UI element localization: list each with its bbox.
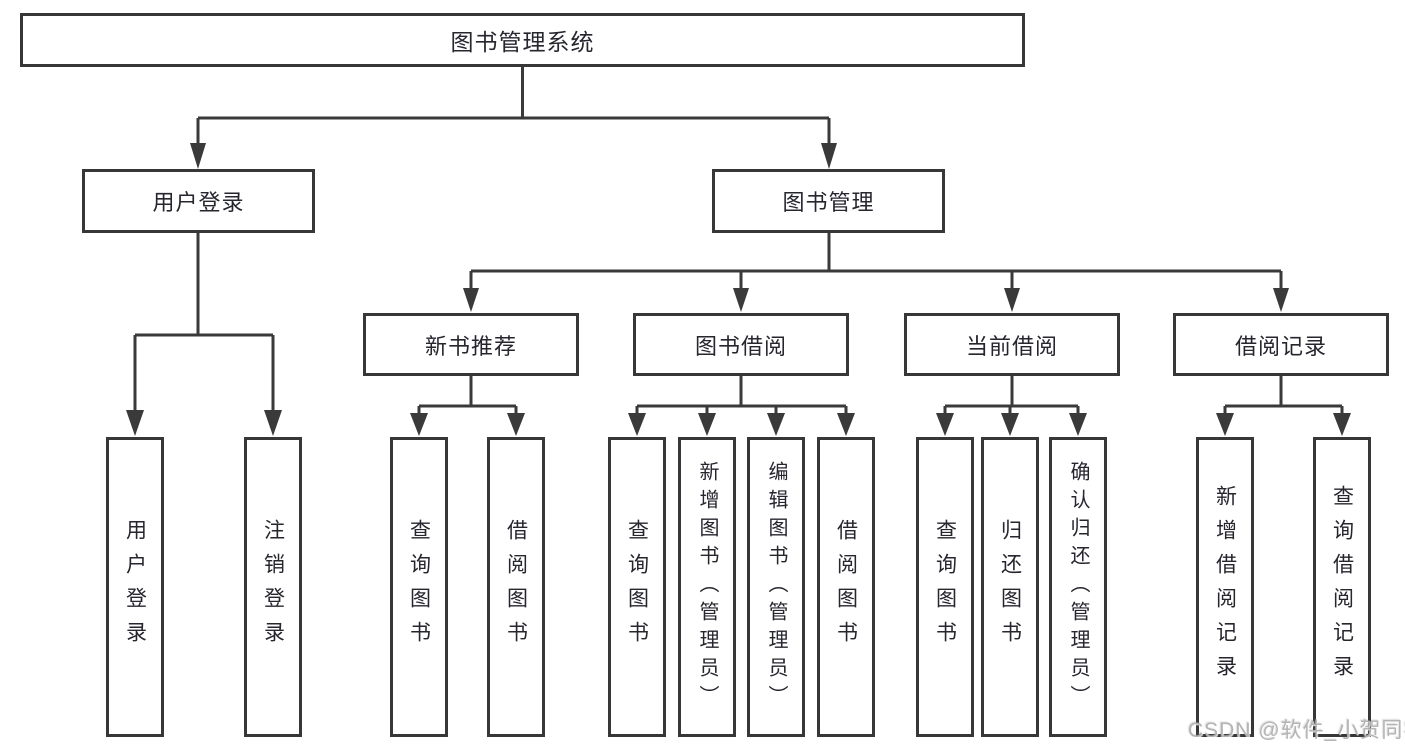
connector-borrow-records-to-leaves <box>1216 376 1351 436</box>
leaf-query-books-2-label: 查询图书 <box>625 519 649 655</box>
leaf-return-books-label: 归还图书 <box>998 519 1022 655</box>
node-current-borrowing-label: 当前借阅 <box>965 333 1058 359</box>
leaf-add-borrow-record-label: 新增借阅记录 <box>1213 485 1237 689</box>
leaf-edit-books-admin: 编辑图书（管理员） <box>747 437 805 737</box>
leaf-query-borrow-record: 查询借阅记录 <box>1313 437 1371 737</box>
leaf-add-borrow-record: 新增借阅记录 <box>1196 437 1254 737</box>
leaf-add-books-admin-label: 新增图书（管理员） <box>696 461 718 713</box>
connector-user-login-to-leaves <box>126 233 282 436</box>
node-new-book-recommend: 新书推荐 <box>363 313 579 376</box>
leaf-logout-label: 注销登录 <box>261 519 285 655</box>
node-book-management-label: 图书管理 <box>782 190 875 215</box>
csdn-watermark: CSDN @软件_小贺同学 <box>1188 719 1405 742</box>
node-user-login: 用户登录 <box>82 169 315 233</box>
node-root-label: 图书管理系统 <box>450 29 595 55</box>
node-new-book-recommend-label: 新书推荐 <box>424 333 517 359</box>
leaf-return-books: 归还图书 <box>981 437 1039 737</box>
leaf-borrow-books-2-label: 借阅图书 <box>834 519 858 655</box>
leaf-query-borrow-record-label: 查询借阅记录 <box>1330 485 1354 689</box>
connector-new-books-to-leaves <box>410 376 525 436</box>
node-book-management: 图书管理 <box>712 169 945 233</box>
node-borrow-records: 借阅记录 <box>1173 313 1389 376</box>
connector-root-to-level2 <box>190 67 837 169</box>
leaf-user-login-label: 用户登录 <box>123 519 147 655</box>
leaf-add-books-admin: 新增图书（管理员） <box>678 437 736 737</box>
leaf-query-books-2: 查询图书 <box>608 437 666 737</box>
leaf-borrow-books-1-label: 借阅图书 <box>504 519 528 655</box>
leaf-edit-books-admin-label: 编辑图书（管理员） <box>765 461 787 713</box>
node-current-borrowing: 当前借阅 <box>904 313 1120 376</box>
leaf-query-books-1: 查询图书 <box>390 437 448 737</box>
node-root-system: 图书管理系统 <box>20 13 1025 67</box>
connector-current-borrow-to-leaves <box>936 376 1087 436</box>
leaf-borrow-books-2: 借阅图书 <box>817 437 875 737</box>
connector-book-mgmt-to-sections <box>463 233 1289 312</box>
node-borrow-records-label: 借阅记录 <box>1234 333 1327 359</box>
node-book-borrowing: 图书借阅 <box>633 313 849 376</box>
leaf-user-login: 用户登录 <box>106 437 164 737</box>
leaf-logout: 注销登录 <box>244 437 302 737</box>
node-user-login-label: 用户登录 <box>152 190 245 215</box>
leaf-query-books-3: 查询图书 <box>916 437 974 737</box>
leaf-confirm-return-admin-label: 确认归还（管理员） <box>1067 461 1089 713</box>
leaf-query-books-1-label: 查询图书 <box>407 519 431 655</box>
connector-book-borrow-to-leaves <box>628 376 855 436</box>
node-book-borrowing-label: 图书借阅 <box>694 333 787 359</box>
leaf-query-books-3-label: 查询图书 <box>933 519 957 655</box>
leaf-borrow-books-1: 借阅图书 <box>487 437 545 737</box>
leaf-confirm-return-admin: 确认归还（管理员） <box>1049 437 1107 737</box>
